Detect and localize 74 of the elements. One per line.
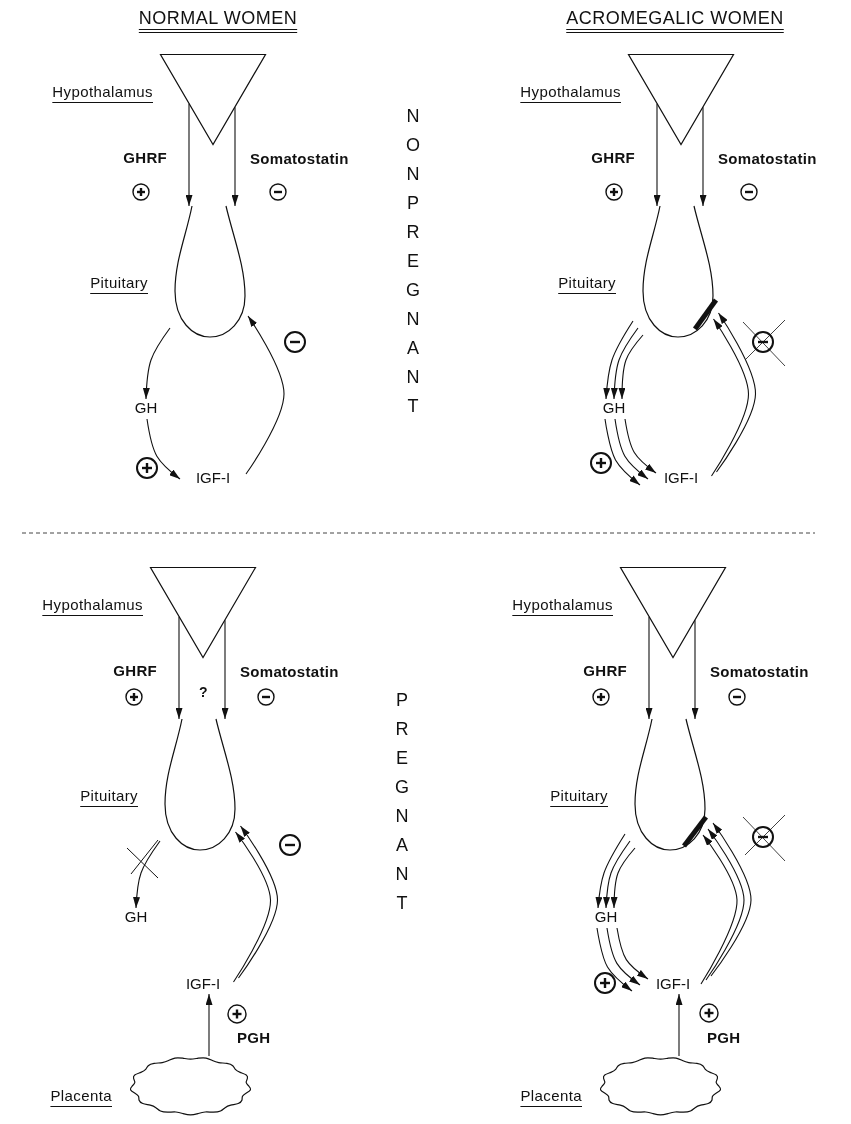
edge-label: GHRF bbox=[123, 149, 167, 167]
structure-label: Pituitary bbox=[550, 787, 608, 805]
arrow bbox=[699, 106, 707, 207]
pituitary-outline bbox=[173, 206, 247, 338]
arrow bbox=[595, 833, 626, 909]
hormone-label: GH bbox=[128, 399, 164, 417]
edge-label: Somatostatin bbox=[718, 150, 817, 168]
arrow bbox=[645, 616, 653, 720]
hormone-label: GH bbox=[588, 908, 624, 926]
structure-label: Pituitary bbox=[80, 787, 138, 805]
arrow bbox=[142, 327, 171, 400]
hormone-label: IGF-I bbox=[648, 975, 698, 993]
edge-label: Somatostatin bbox=[240, 663, 339, 681]
arrow bbox=[618, 334, 644, 400]
pituitary-outline bbox=[163, 719, 237, 851]
edge-label: GHRF bbox=[591, 149, 635, 167]
hormone-label: IGF-I bbox=[656, 469, 706, 487]
arrow bbox=[610, 847, 636, 909]
arrow bbox=[710, 318, 750, 477]
structure-label: Hypothalamus bbox=[520, 83, 621, 101]
hormone-label: GH bbox=[118, 908, 154, 926]
arrow bbox=[691, 619, 699, 720]
arrow bbox=[133, 840, 161, 909]
edge-label: Somatostatin bbox=[250, 150, 349, 168]
arrow bbox=[603, 320, 634, 400]
hypothalamus-triangle bbox=[150, 567, 256, 658]
arrow bbox=[245, 315, 285, 475]
column-heading: NORMAL WOMEN bbox=[138, 8, 298, 29]
hormone-label: IGF-I bbox=[188, 469, 238, 487]
pituitary-outline bbox=[641, 206, 715, 338]
arrow bbox=[237, 825, 279, 979]
arrow bbox=[232, 831, 272, 983]
arrow bbox=[596, 927, 633, 992]
edge-label: PGH bbox=[707, 1029, 741, 1047]
column-heading: ACROMEGALIC WOMEN bbox=[566, 8, 784, 29]
structure-label: Pituitary bbox=[90, 274, 148, 292]
structure-label: Hypothalamus bbox=[52, 83, 153, 101]
arrow bbox=[614, 418, 649, 480]
arrow bbox=[205, 993, 213, 1057]
hormone-label: GH bbox=[596, 399, 632, 417]
arrow bbox=[146, 418, 181, 480]
structure-label: Placenta bbox=[50, 1087, 112, 1105]
structure-label: Hypothalamus bbox=[42, 596, 143, 614]
arrow bbox=[231, 106, 239, 207]
edge-label: GHRF bbox=[583, 662, 627, 680]
structure-label: Hypothalamus bbox=[512, 596, 613, 614]
hormone-label: IGF-I bbox=[178, 975, 228, 993]
arrow bbox=[616, 927, 649, 980]
hypothalamus-triangle bbox=[160, 54, 266, 145]
question-mark: ? bbox=[199, 683, 208, 701]
arrow bbox=[606, 927, 641, 986]
arrow bbox=[715, 312, 757, 473]
structure-label: Pituitary bbox=[558, 274, 616, 292]
arrow bbox=[700, 834, 738, 985]
arrow bbox=[610, 327, 639, 400]
edge-label: Somatostatin bbox=[710, 663, 809, 681]
pituitary-outline bbox=[633, 719, 707, 851]
hypothalamus-triangle bbox=[628, 54, 734, 145]
edge-label: GHRF bbox=[113, 662, 157, 680]
structure-label: Placenta bbox=[520, 1087, 582, 1105]
arrow bbox=[604, 418, 641, 486]
arrow bbox=[710, 822, 752, 977]
arrow bbox=[675, 993, 683, 1057]
edge-label: PGH bbox=[237, 1029, 271, 1047]
arrow bbox=[624, 418, 657, 474]
arrow bbox=[175, 616, 183, 720]
arrow bbox=[705, 828, 745, 981]
arrow bbox=[221, 619, 229, 720]
arrow bbox=[185, 103, 193, 207]
hypothalamus-triangle bbox=[620, 567, 726, 658]
arrow bbox=[653, 103, 661, 207]
arrow bbox=[603, 840, 631, 909]
row-heading: PREGNANT bbox=[394, 689, 410, 915]
row-heading: NONPREGNANT bbox=[405, 105, 421, 418]
